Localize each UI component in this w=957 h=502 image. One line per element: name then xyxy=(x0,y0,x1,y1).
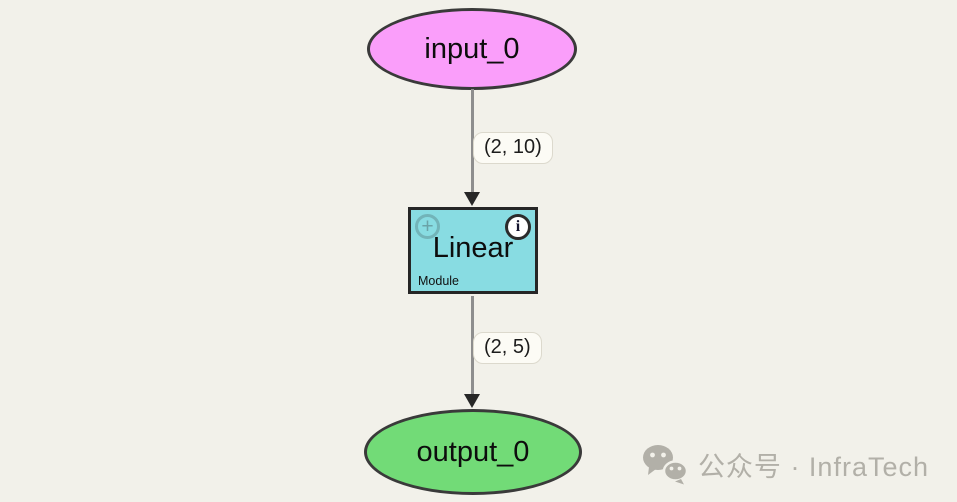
wechat-icon xyxy=(642,445,688,485)
edge-label-shape-2-5: (2, 5) xyxy=(473,332,542,364)
edge-label-text: (2, 5) xyxy=(484,336,531,358)
edge-label-text: (2, 10) xyxy=(484,136,542,158)
node-linear-title: Linear xyxy=(432,232,514,264)
edge-label-shape-2-10: (2, 10) xyxy=(473,132,553,164)
node-output-0[interactable]: output_0 xyxy=(364,409,582,495)
watermark-text: 公众号 · InfraTech xyxy=(697,452,929,482)
info-icon[interactable]: i xyxy=(505,214,531,240)
node-output-0-label: output_0 xyxy=(416,435,530,468)
arrowhead-icon xyxy=(464,394,480,408)
node-input-0-label: input_0 xyxy=(424,32,520,65)
node-linear-subtitle: Module xyxy=(418,274,459,288)
edge-input-to-linear xyxy=(471,89,474,193)
expand-plus-icon[interactable]: + xyxy=(415,214,440,239)
edge-linear-to-output xyxy=(471,296,474,395)
arrowhead-icon xyxy=(464,192,480,206)
node-linear-module[interactable]: + i Linear Module xyxy=(408,207,538,294)
node-input-0[interactable]: input_0 xyxy=(367,8,577,90)
watermark: 公众号 · InfraTech xyxy=(641,444,929,485)
